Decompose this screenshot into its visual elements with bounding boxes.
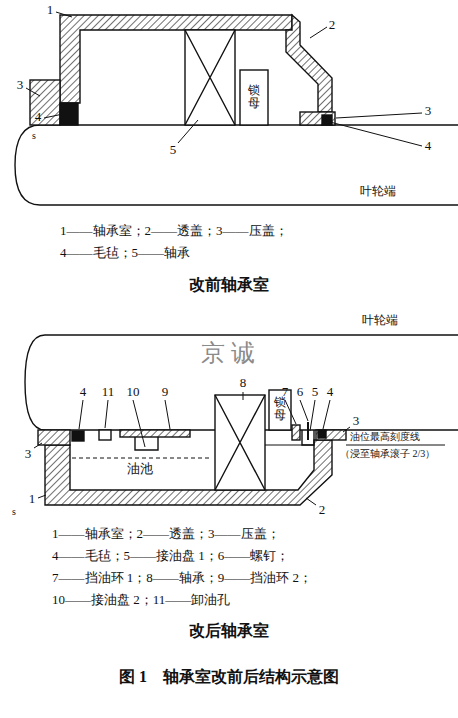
oil-tray: [135, 437, 158, 450]
callout-number: 2: [329, 18, 336, 33]
oil-ring: [120, 430, 190, 437]
callout-number: 10: [127, 385, 140, 400]
stray-mark: s: [32, 130, 36, 142]
part-label: 锁母: [274, 396, 286, 422]
callout-number: 4: [327, 385, 334, 400]
oil-level: [346, 445, 445, 446]
oil-level-label: 油位最高刻度线: [350, 431, 420, 443]
oil-level-note: （浸至轴承滚子 2/3）: [340, 448, 435, 460]
stray-mark: s: [12, 506, 16, 518]
subtitle: 改前轴承室: [189, 276, 269, 294]
callout-number: 3: [425, 104, 432, 119]
leader-lines: [26, 12, 422, 146]
bearing: [215, 395, 265, 490]
subtitle: 改后轴承室: [189, 622, 269, 640]
before-drawing: [15, 12, 458, 205]
oil-level: [265, 445, 314, 446]
bearing-housing: [45, 440, 332, 505]
callout-number: 8: [240, 376, 247, 391]
leader-lines: [34, 392, 350, 505]
callout-number: 1: [29, 492, 36, 507]
legend-line: 10——接油盘 2；11——卸油孔: [52, 593, 230, 608]
legend-line: 1——轴承室；2——透盖；3——压盖；: [60, 224, 288, 239]
end-label: 叶轮端: [360, 185, 396, 199]
part-label: 锁母: [248, 84, 260, 110]
callout-number: 3: [353, 414, 360, 429]
part-label: 油池: [127, 462, 153, 477]
oil-ring: [292, 425, 300, 440]
shaft: [15, 125, 458, 205]
felt: [318, 430, 326, 438]
callout-number: 4: [35, 110, 42, 125]
gland-cover: [316, 430, 346, 440]
screw: [307, 422, 309, 440]
felt: [72, 431, 84, 441]
callout-number: 6: [297, 385, 304, 400]
gland-cover: [300, 112, 335, 125]
callout-number: 9: [162, 385, 169, 400]
drain-hole: [99, 430, 111, 440]
legend-line: 4——毛毡；5——接油盘 1；6——螺钉；: [52, 549, 289, 564]
callout-number: 11: [102, 385, 115, 400]
through-cover: [286, 15, 332, 112]
after-drawing: [25, 335, 458, 505]
watermark: 京 诚: [201, 340, 255, 368]
felt: [322, 115, 332, 125]
callout-number: 3: [17, 78, 24, 93]
end-label: 叶轮端: [362, 314, 398, 328]
legend-line: 7——挡油环 1；8——轴承；9——挡油环 2；: [52, 571, 312, 586]
callout-number: 5: [170, 143, 177, 158]
legend-line: 1——轴承室；2——透盖；3——压盖；: [52, 527, 280, 542]
oil-level: [72, 458, 212, 459]
legend-line: 4——毛毡；5——轴承: [60, 246, 190, 261]
lock-nut: [240, 70, 268, 125]
figure-caption: 图 1 轴承室改前后结构示意图: [119, 668, 339, 686]
gland-cover: [38, 430, 70, 445]
bearing: [185, 30, 235, 125]
callout-number: 2: [319, 503, 326, 518]
callout-number: 3: [25, 447, 32, 462]
callout-number: 4: [425, 139, 432, 154]
callout-number: 1: [47, 3, 54, 18]
callout-number: 4: [80, 385, 87, 400]
callout-number: 5: [312, 385, 319, 400]
